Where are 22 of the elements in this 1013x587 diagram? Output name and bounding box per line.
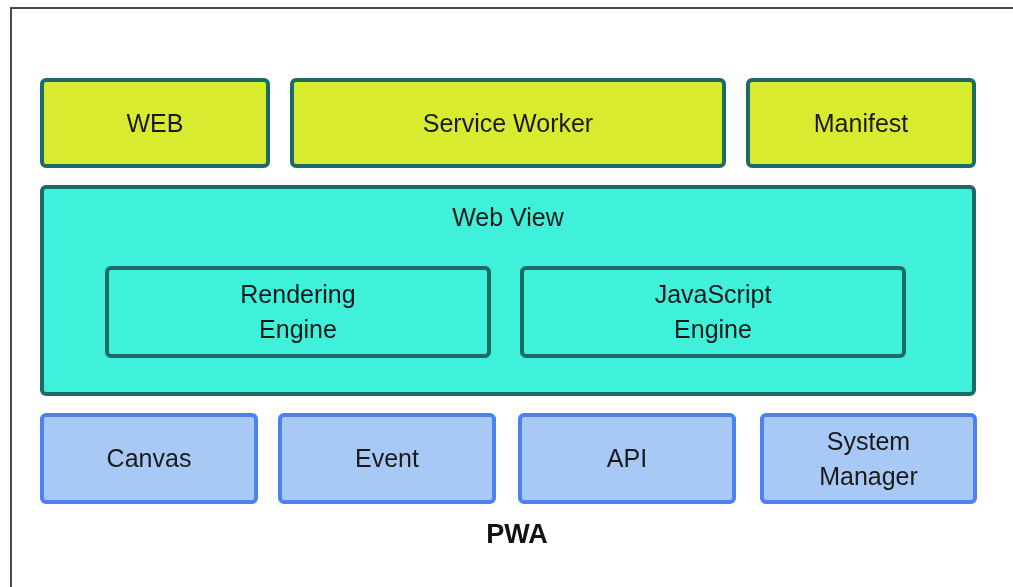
box-label: Rendering Engine <box>239 279 357 345</box>
layer-box <box>40 413 258 504</box>
layer-box <box>746 78 976 168</box>
box-label: Event <box>355 443 419 474</box>
layer-box <box>40 78 270 168</box>
layer-box <box>278 413 496 504</box>
engine-box <box>105 266 491 358</box>
box-label: JavaScript Engine <box>653 279 773 345</box>
box-label: System Manager <box>818 425 919 492</box>
box-label: Manifest <box>813 107 909 139</box>
engine-box <box>520 266 906 358</box>
box-label: API <box>606 443 648 474</box>
diagram-frame <box>10 7 1013 587</box>
box-title: Web View <box>451 202 565 233</box>
box-label: Service Worker <box>422 107 594 139</box>
box-label: Canvas <box>106 443 192 474</box>
frame-label: PWA <box>485 518 549 551</box>
layer-box <box>290 78 726 168</box>
layer-box <box>760 413 977 504</box>
container-box <box>40 185 976 396</box>
layer-box <box>518 413 736 504</box>
box-label: WEB <box>126 107 184 139</box>
